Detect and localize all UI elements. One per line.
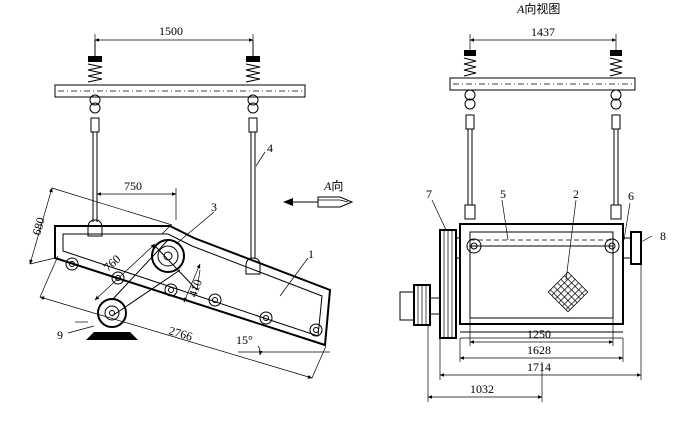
dim-1250-text: 1250 [527, 327, 551, 341]
leaders-left: 4 3 1 9 [57, 141, 314, 342]
front-view: A向视图 1437 [399, 1, 666, 402]
label-6: 6 [628, 189, 634, 203]
label-8: 8 [660, 229, 666, 243]
dim-1628-text: 1628 [527, 343, 551, 357]
angle-15: 15° [236, 333, 330, 356]
dim-680-text: 680 [29, 216, 47, 237]
dim-1437: 1437 [469, 25, 617, 50]
dim-760-text: 760 [101, 252, 124, 274]
view-arrow-label: A向 [323, 178, 343, 193]
label-3: 3 [211, 200, 217, 214]
dim-1032: 1032 [427, 325, 543, 402]
front-view-title-text: 向视图 [524, 1, 560, 16]
view-arrow-prefix: A [323, 179, 332, 193]
dim-1250: 1250 [469, 318, 614, 346]
leaders-right: 7 5 2 6 8 [426, 187, 666, 281]
view-arrow-a: A向 [283, 178, 354, 208]
view-arrow-text: 向 [331, 178, 343, 193]
dim-1500-text: 1500 [159, 24, 183, 38]
label-4: 4 [267, 141, 273, 155]
exciter-3 [111, 239, 201, 317]
dim-750: 750 [96, 179, 177, 220]
support-beam-left [54, 84, 306, 98]
screen-box-front [459, 223, 624, 339]
dim-760: 760 [94, 243, 156, 301]
dim-1628: 1628 [459, 338, 624, 362]
front-view-title-prefix: A [516, 2, 525, 16]
dim-1032-text: 1032 [470, 382, 494, 396]
label-7: 7 [426, 187, 432, 201]
suspension-rod-right-b [609, 50, 623, 220]
front-view-title: A向视图 [516, 1, 560, 16]
part-6 [622, 237, 632, 259]
dim-2766: 2766 [39, 255, 327, 379]
pulley-7 [439, 229, 461, 339]
dim-410: 410 [183, 263, 205, 303]
dim-1437-text: 1437 [531, 25, 555, 39]
dim-1714: 1714 [439, 264, 642, 380]
side-view: 1500 750 [29, 24, 354, 379]
angle-15-text: 15° [236, 333, 253, 347]
suspension-rod-right-a [463, 50, 477, 220]
suspension-rod-left-b [245, 40, 261, 275]
dim-2766-text: 2766 [167, 323, 194, 343]
motor-front [399, 284, 441, 326]
part-8 [630, 231, 642, 265]
support-beam-right [449, 77, 636, 91]
label-9: 9 [57, 328, 63, 342]
dim-1500: 1500 [94, 24, 254, 46]
dim-680: 680 [29, 187, 173, 265]
dim-410-text: 410 [186, 277, 205, 299]
label-1: 1 [308, 247, 314, 261]
dim-750-text: 750 [124, 179, 142, 193]
label-5: 5 [500, 187, 506, 201]
suspension-rod-left-a [87, 40, 103, 237]
label-2: 2 [573, 187, 579, 201]
screen-mesh-2 [547, 271, 589, 313]
dim-1714-text: 1714 [527, 360, 551, 374]
